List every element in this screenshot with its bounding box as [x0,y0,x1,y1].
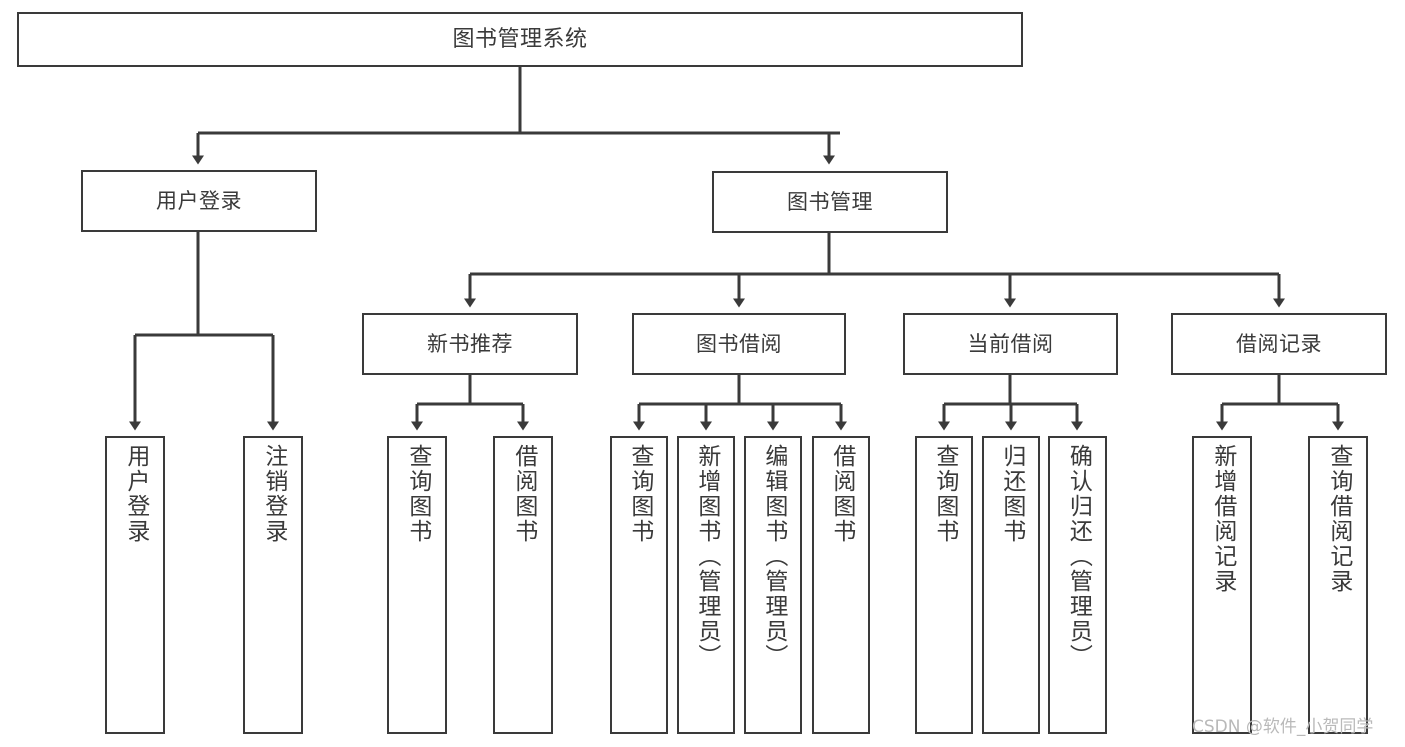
leaf-user-login[interactable]: 用户登录 [105,436,165,734]
node-label: 新增图书（管理员） [693,444,720,669]
node-label: 归还图书 [998,444,1025,544]
leaf-add-borrow-record[interactable]: 新增借阅记录 [1192,436,1252,734]
node-label: 查询图书 [404,444,431,544]
node-new-book-recommend[interactable]: 新书推荐 [362,313,578,375]
node-label: 借阅记录 [1236,331,1322,356]
node-label: 图书管理系统 [452,26,588,52]
node-label: 用户登录 [122,444,149,544]
leaf-return-book[interactable]: 归还图书 [982,436,1040,734]
node-label: 图书借阅 [696,331,782,356]
node-label: 借阅图书 [828,444,855,544]
leaf-borrow-book[interactable]: 借阅图书 [812,436,870,734]
leaf-edit-book[interactable]: 编辑图书（管理员） [744,436,802,734]
node-label: 查询图书 [626,444,653,544]
leaf-add-book[interactable]: 新增图书（管理员） [677,436,735,734]
node-label: 用户登录 [156,188,242,213]
node-label: 编辑图书（管理员） [760,444,787,669]
leaf-confirm-return[interactable]: 确认归还（管理员） [1048,436,1107,734]
node-label: 注销登录 [260,444,287,544]
node-book-management[interactable]: 图书管理 [712,171,948,233]
leaf-query-book-borrow[interactable]: 查询图书 [610,436,668,734]
node-current-borrow[interactable]: 当前借阅 [903,313,1118,375]
node-root-system[interactable]: 图书管理系统 [17,12,1023,67]
node-label: 查询借阅记录 [1325,444,1352,594]
node-label: 确认归还（管理员） [1065,444,1092,669]
node-label: 图书管理 [787,189,873,214]
leaf-logout-login[interactable]: 注销登录 [243,436,303,734]
node-label: 当前借阅 [967,331,1054,356]
csdn-watermark: CSDN @软件_小贺同学 [1192,717,1374,737]
node-label: 借阅图书 [510,444,537,544]
leaf-query-borrow-record[interactable]: 查询借阅记录 [1308,436,1368,734]
leaf-query-book-current[interactable]: 查询图书 [915,436,973,734]
node-user-login[interactable]: 用户登录 [81,170,317,232]
node-label: 新书推荐 [427,331,513,356]
leaf-borrow-book-recommend[interactable]: 借阅图书 [493,436,553,734]
leaf-query-book-recommend[interactable]: 查询图书 [387,436,447,734]
node-label: 新增借阅记录 [1209,444,1236,594]
node-borrow-record[interactable]: 借阅记录 [1171,313,1387,375]
node-label: 查询图书 [931,444,958,544]
node-book-borrow[interactable]: 图书借阅 [632,313,846,375]
